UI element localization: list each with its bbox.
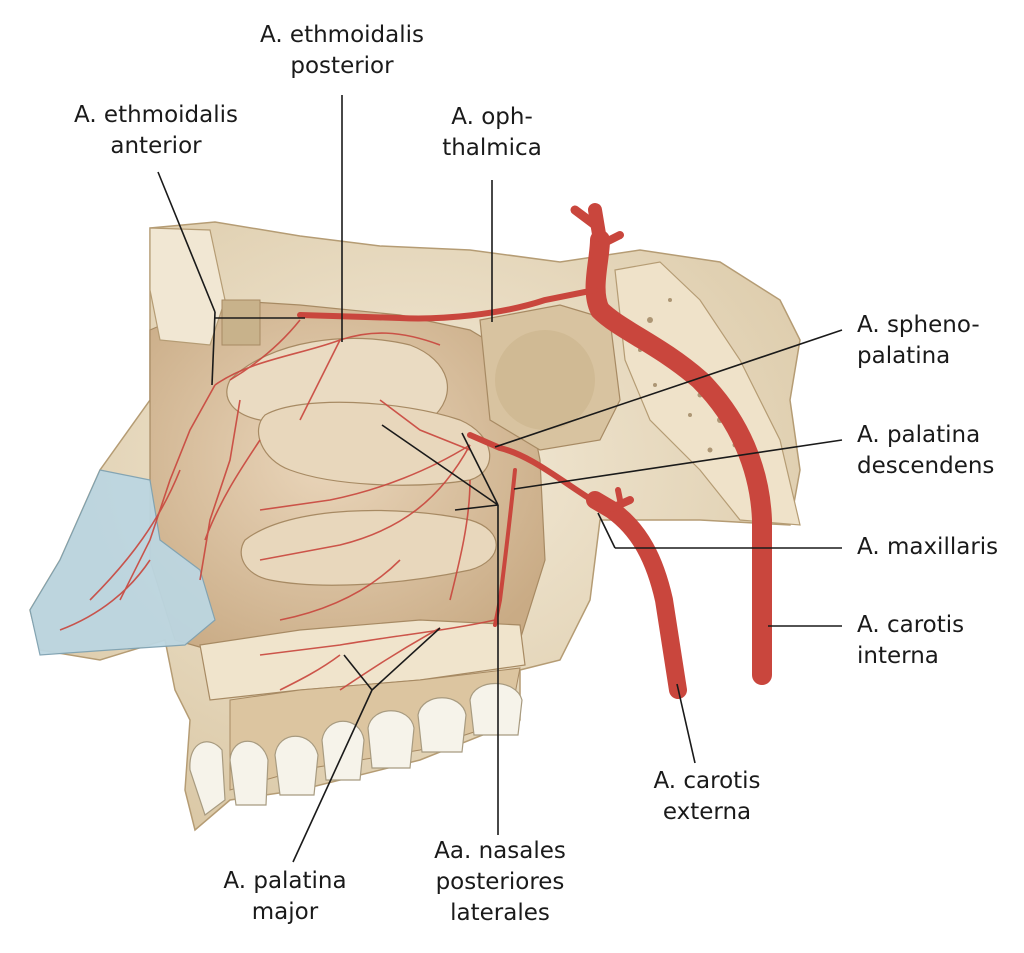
- label-carotis-externa: A. carotis externa: [653, 768, 761, 825]
- label-carotis-interna: A. carotis interna: [857, 612, 965, 669]
- arterial-network: [59, 319, 496, 691]
- label-ethmoidalis-posterior: A. ethmoidalis posterior: [259, 22, 425, 79]
- middle-turbinate: [257, 401, 491, 486]
- label-sphenopalatina: A. spheno- palatina: [857, 312, 980, 369]
- label-ethmoidalis-anterior: A. ethmoidalis anterior: [73, 102, 239, 159]
- label-palatina-descendens: A. palatina descendens: [857, 422, 995, 479]
- label-nasales-posteriores: Aa. nasales posteriores laterales: [434, 838, 566, 926]
- leader-lines: [157, 95, 843, 863]
- hard-palate: [199, 619, 526, 701]
- label-maxillaris: A. maxillaris: [857, 534, 999, 560]
- frontal-sinus: [149, 227, 226, 346]
- label-palatina-major: A. palatina major: [223, 868, 347, 925]
- inferior-turbinate: [240, 509, 497, 586]
- teeth: [189, 682, 523, 816]
- label-ophthalmica: A. oph- thalmica: [442, 104, 542, 161]
